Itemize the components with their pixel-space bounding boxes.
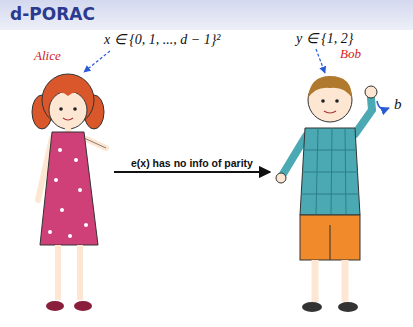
drawing-part (301, 128, 359, 215)
math-label: y ∈ {1, 2} (296, 30, 353, 47)
drawing-part (58, 148, 62, 152)
person-name: Alice (34, 48, 61, 64)
drawing-part (303, 150, 357, 151)
drawing-part (77, 245, 83, 300)
leader-line (316, 49, 325, 73)
drawing-part (74, 301, 92, 311)
drawing-part (276, 173, 286, 183)
drawing-part (78, 188, 82, 192)
drawing-part (312, 260, 319, 302)
drawing-part (365, 86, 377, 98)
drawing-part (300, 128, 360, 215)
slide-title: d-PORAC (10, 4, 95, 24)
drawing-part (355, 98, 372, 134)
drawing-part (324, 111, 336, 113)
drawing-part (321, 99, 325, 103)
leader-line (84, 51, 110, 72)
drawing-part (301, 194, 359, 195)
drawing-part (342, 260, 349, 302)
bob-figure (276, 76, 377, 312)
drawing-part (338, 302, 358, 312)
drawing-part (73, 107, 77, 111)
output-arrow (377, 101, 389, 109)
drawing-part (60, 208, 64, 212)
drawing-part (345, 128, 346, 215)
drawing-part (330, 225, 331, 260)
drawing-part (331, 128, 332, 215)
drawing-part (49, 80, 87, 104)
drawing-part (54, 178, 58, 182)
drawing-part (55, 245, 61, 300)
drawing-part (48, 230, 52, 234)
drawing-part (40, 132, 98, 245)
message-arrow (114, 171, 270, 173)
drawing-part (302, 172, 358, 173)
math-label: b (394, 96, 402, 113)
drawing-part (48, 148, 88, 238)
drawing-part (302, 302, 322, 312)
drawing-part (84, 138, 106, 148)
drawing-part (84, 223, 88, 227)
person-name: Bob (340, 46, 361, 62)
drawing-part (68, 234, 72, 238)
drawing-part (84, 138, 106, 148)
drawing-part (308, 76, 352, 98)
drawing-part (46, 301, 64, 311)
math-label: x ∈ {0, 1, ..., d − 1}² (104, 31, 221, 48)
edge-label: e(x) has no info of parity (130, 157, 254, 169)
drawing-part (300, 215, 360, 260)
drawing-part (316, 128, 318, 215)
drawing-part (74, 158, 78, 162)
drawing-part (335, 99, 339, 103)
person-figure: Bob (270, 44, 394, 322)
person-figure: Alice (14, 46, 114, 320)
drawing-part (59, 107, 63, 111)
alice-figure (32, 74, 106, 311)
drawing-part (49, 91, 87, 129)
drawing-part (63, 118, 73, 120)
